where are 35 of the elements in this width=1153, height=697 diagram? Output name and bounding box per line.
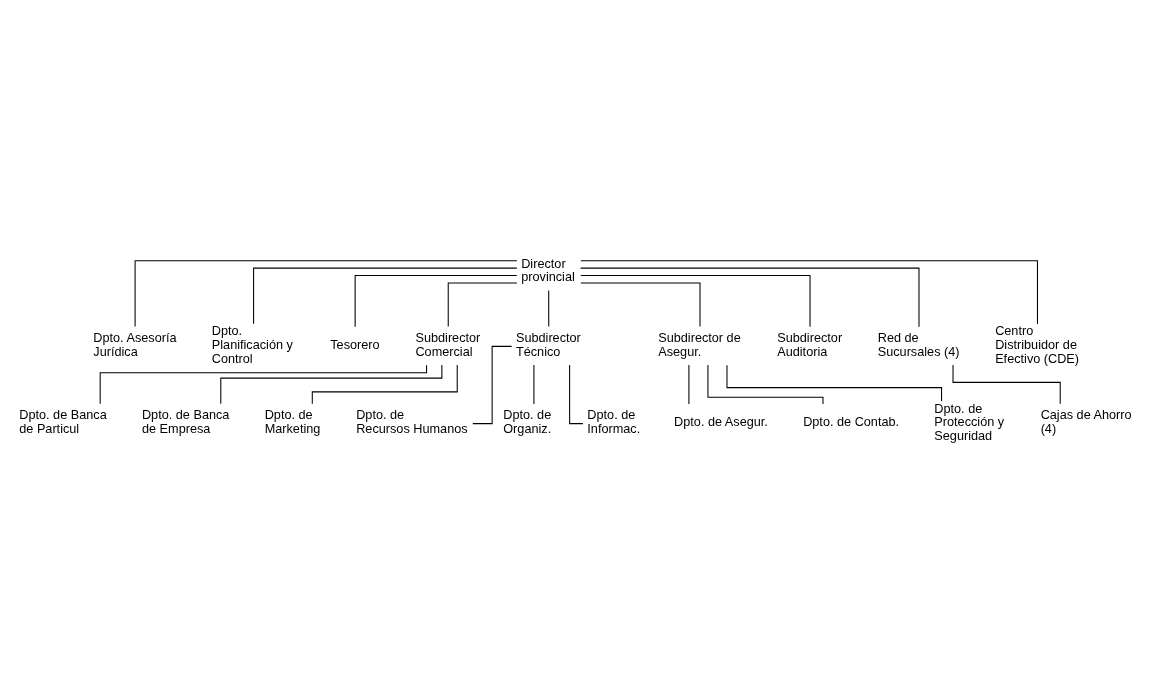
node-text: Dpto. Asesoría Jurídica <box>93 331 177 360</box>
connector <box>220 364 443 405</box>
connector <box>447 282 518 328</box>
connector <box>580 282 701 328</box>
connector <box>548 289 550 327</box>
connector <box>707 364 824 405</box>
node-text: Dpto. de Contab. <box>803 415 900 430</box>
connector <box>134 260 518 328</box>
node-text: Director provincial <box>521 256 575 285</box>
connector <box>726 364 943 402</box>
node-text: Dpto. de Protección y Seguridad <box>934 401 1005 444</box>
connector <box>580 267 920 328</box>
node-text: Dpto. de Recursos Humanos <box>356 408 468 437</box>
node-text: Centro Distribuidor de Efectivo (CDE) <box>995 324 1080 366</box>
connector <box>580 275 811 328</box>
node-text: Dpto. de Asegur. <box>674 415 768 430</box>
node-text: Dpto. de Banca de Particul <box>19 408 107 437</box>
node-text: Tesorero <box>330 338 380 353</box>
node-text: Dpto. de Marketing <box>264 408 321 437</box>
node-text: Cajas de Ahorro (4) <box>1040 408 1132 437</box>
connector <box>354 275 518 328</box>
node-text: Dpto. de Informac. <box>587 408 641 437</box>
connector <box>952 364 1061 405</box>
node-text: Dpto. de Organiz. <box>503 408 552 437</box>
node-text: Dpto. de Banca de Empresa <box>141 408 230 437</box>
connector <box>99 364 428 405</box>
node-text: Dpto. Planificación y Control <box>211 324 293 366</box>
node-text: Subdirector Técnico <box>515 331 581 360</box>
node-text: Subdirector Comercial <box>415 331 481 360</box>
connector <box>580 260 1038 325</box>
node-text: Subdirector de Asegur. <box>658 331 741 360</box>
connector <box>253 267 518 325</box>
node-text: Red de Sucursales (4) <box>877 331 960 360</box>
node-text: Subdirector Auditoria <box>777 331 843 360</box>
connector <box>472 345 513 425</box>
